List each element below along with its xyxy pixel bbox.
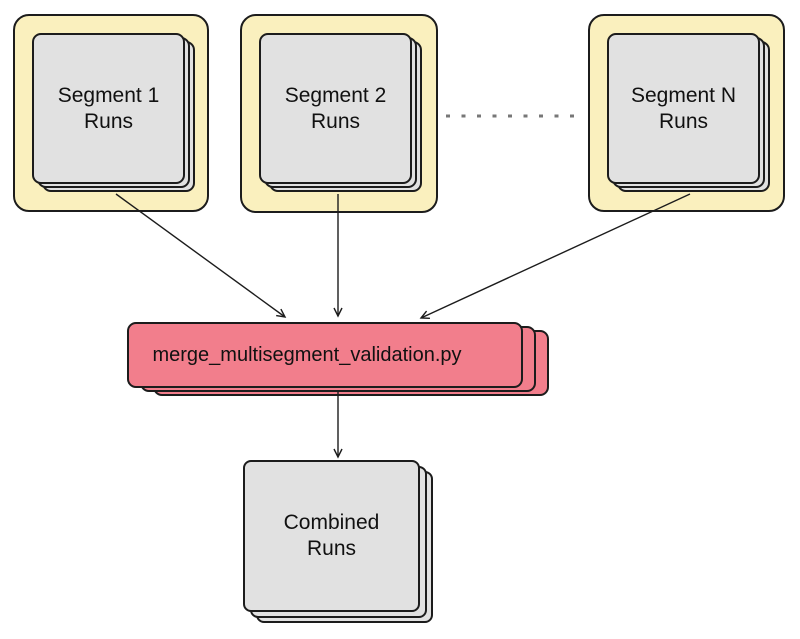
node-merge-script: merge_multisegment_validation.py <box>127 322 549 396</box>
combined-card-front: Combined Runs <box>243 460 420 612</box>
arrow-segmentn-to-script <box>419 193 691 319</box>
segment-1-card-front: Segment 1 Runs <box>32 33 185 184</box>
segment-2-group: Segment 2 Runs <box>240 14 438 213</box>
segment-n-label: Segment N Runs <box>630 83 737 133</box>
combined-runs-label: Combined Runs <box>283 511 380 560</box>
segment-1-label: Segment 1 Runs <box>57 83 160 133</box>
segment-n-card-front: Segment N Runs <box>607 33 760 184</box>
segment-n-group: Segment N Runs <box>588 14 785 212</box>
node-combined-runs: Combined Runs <box>243 460 433 623</box>
script-card-front: merge_multisegment_validation.py <box>127 322 523 388</box>
segment-2-label: Segment 2 Runs <box>284 83 387 133</box>
merge-script-label: merge_multisegment_validation.py <box>152 343 462 366</box>
segment-2-card-front: Segment 2 Runs <box>259 33 412 184</box>
segment-1-group: Segment 1 Runs <box>13 14 209 212</box>
